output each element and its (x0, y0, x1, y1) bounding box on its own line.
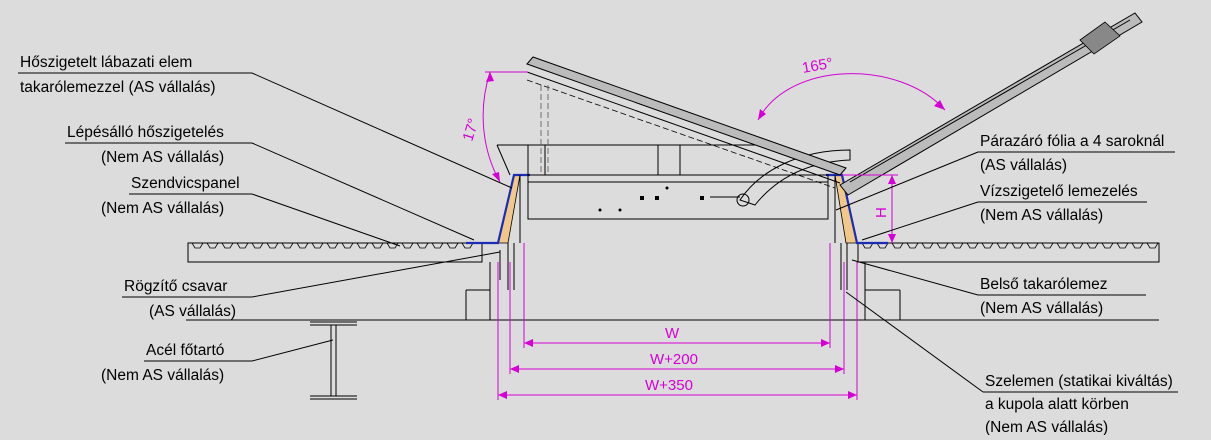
label-insulated-base-line2: takarólemezzel (AS vállalás) (20, 79, 216, 96)
label-waterproof-sheeting: Vízszigetelő lemezelés (Nem AS vállalás) (861, 183, 1147, 241)
sandwich-panel-left (187, 242, 483, 263)
label-steel-beam-line2: (Nem AS vállalás) (101, 367, 224, 384)
label-waterproof-sheeting-line1: Vízszigetelő lemezelés (980, 183, 1138, 200)
label-fixing-screw: Rögzítő csavar (AS vállalás) (122, 251, 501, 320)
label-walkable-insulation-line2: (Nem AS vállalás) (101, 149, 224, 166)
lid-open-position (839, 12, 1143, 196)
label-inner-cover-line1: Belső takarólemez (980, 276, 1108, 293)
label-purlin-line3: (Nem AS vállalás) (985, 419, 1108, 435)
label-sandwich-panel: Szendvicspanel (Nem AS vállalás) (101, 175, 401, 247)
label-purlin-line2: a kupola alatt körben (985, 396, 1129, 413)
sandwich-panel-right (857, 242, 1160, 263)
label-insulated-base: Hőszigetelt lábazati elem takarólemezzel… (18, 54, 513, 189)
label-steel-beam: Acél főtartó (Nem AS vállalás) (101, 339, 334, 384)
label-inner-cover: Belső takarólemez (Nem AS vállalás) (851, 259, 1146, 317)
label-vapour-barrier: Párazáró fólia a 4 saroknál (AS vállalás… (835, 133, 1175, 211)
w200-label: W+200 (650, 351, 698, 368)
label-sandwich-panel-line2: (Nem AS vállalás) (101, 200, 224, 217)
purlin-line (186, 262, 1159, 321)
label-walkable-insulation: Lépésálló hőszigetelés (Nem AS vállalás) (65, 124, 475, 241)
angle-open-label: 165° (801, 55, 835, 77)
upstand-left (466, 173, 530, 290)
angle-vent-dimension: 17° (460, 71, 528, 183)
label-walkable-insulation-line1: Lépésálló hőszigetelés (67, 124, 224, 141)
skylight-frame (496, 144, 851, 220)
label-purlin: Szelemen (statikai kiváltás) a kupola al… (845, 291, 1178, 436)
steel-main-beam (310, 321, 357, 400)
label-sandwich-panel-line1: Szendvicspanel (131, 175, 240, 192)
upstand-right (826, 173, 888, 290)
lid-vent-position (526, 56, 847, 189)
w-label: W (665, 325, 680, 342)
height-dimension: H (842, 174, 898, 243)
label-purlin-line1: Szelemen (statikai kiváltás) (985, 373, 1173, 390)
label-fixing-screw-line1: Rögzítő csavar (124, 278, 227, 295)
angle-open-dimension: 165° (757, 55, 946, 121)
label-vapour-barrier-line2: (AS vállalás) (980, 157, 1067, 174)
label-vapour-barrier-line1: Párazáró fólia a 4 saroknál (980, 133, 1164, 150)
label-insulated-base-line1: Hőszigetelt lábazati elem (20, 54, 192, 71)
label-steel-beam-line1: Acél főtartó (146, 342, 224, 359)
height-label: H (873, 207, 890, 218)
w350-label: W+350 (645, 377, 693, 394)
label-fixing-screw-line2: (AS vállalás) (149, 303, 236, 320)
angle-vent-label: 17° (460, 117, 483, 144)
label-inner-cover-line2: (Nem AS vállalás) (980, 300, 1103, 317)
label-waterproof-sheeting-line2: (Nem AS vállalás) (980, 207, 1103, 224)
width-dimensions: W W+200 W+350 (497, 243, 858, 400)
